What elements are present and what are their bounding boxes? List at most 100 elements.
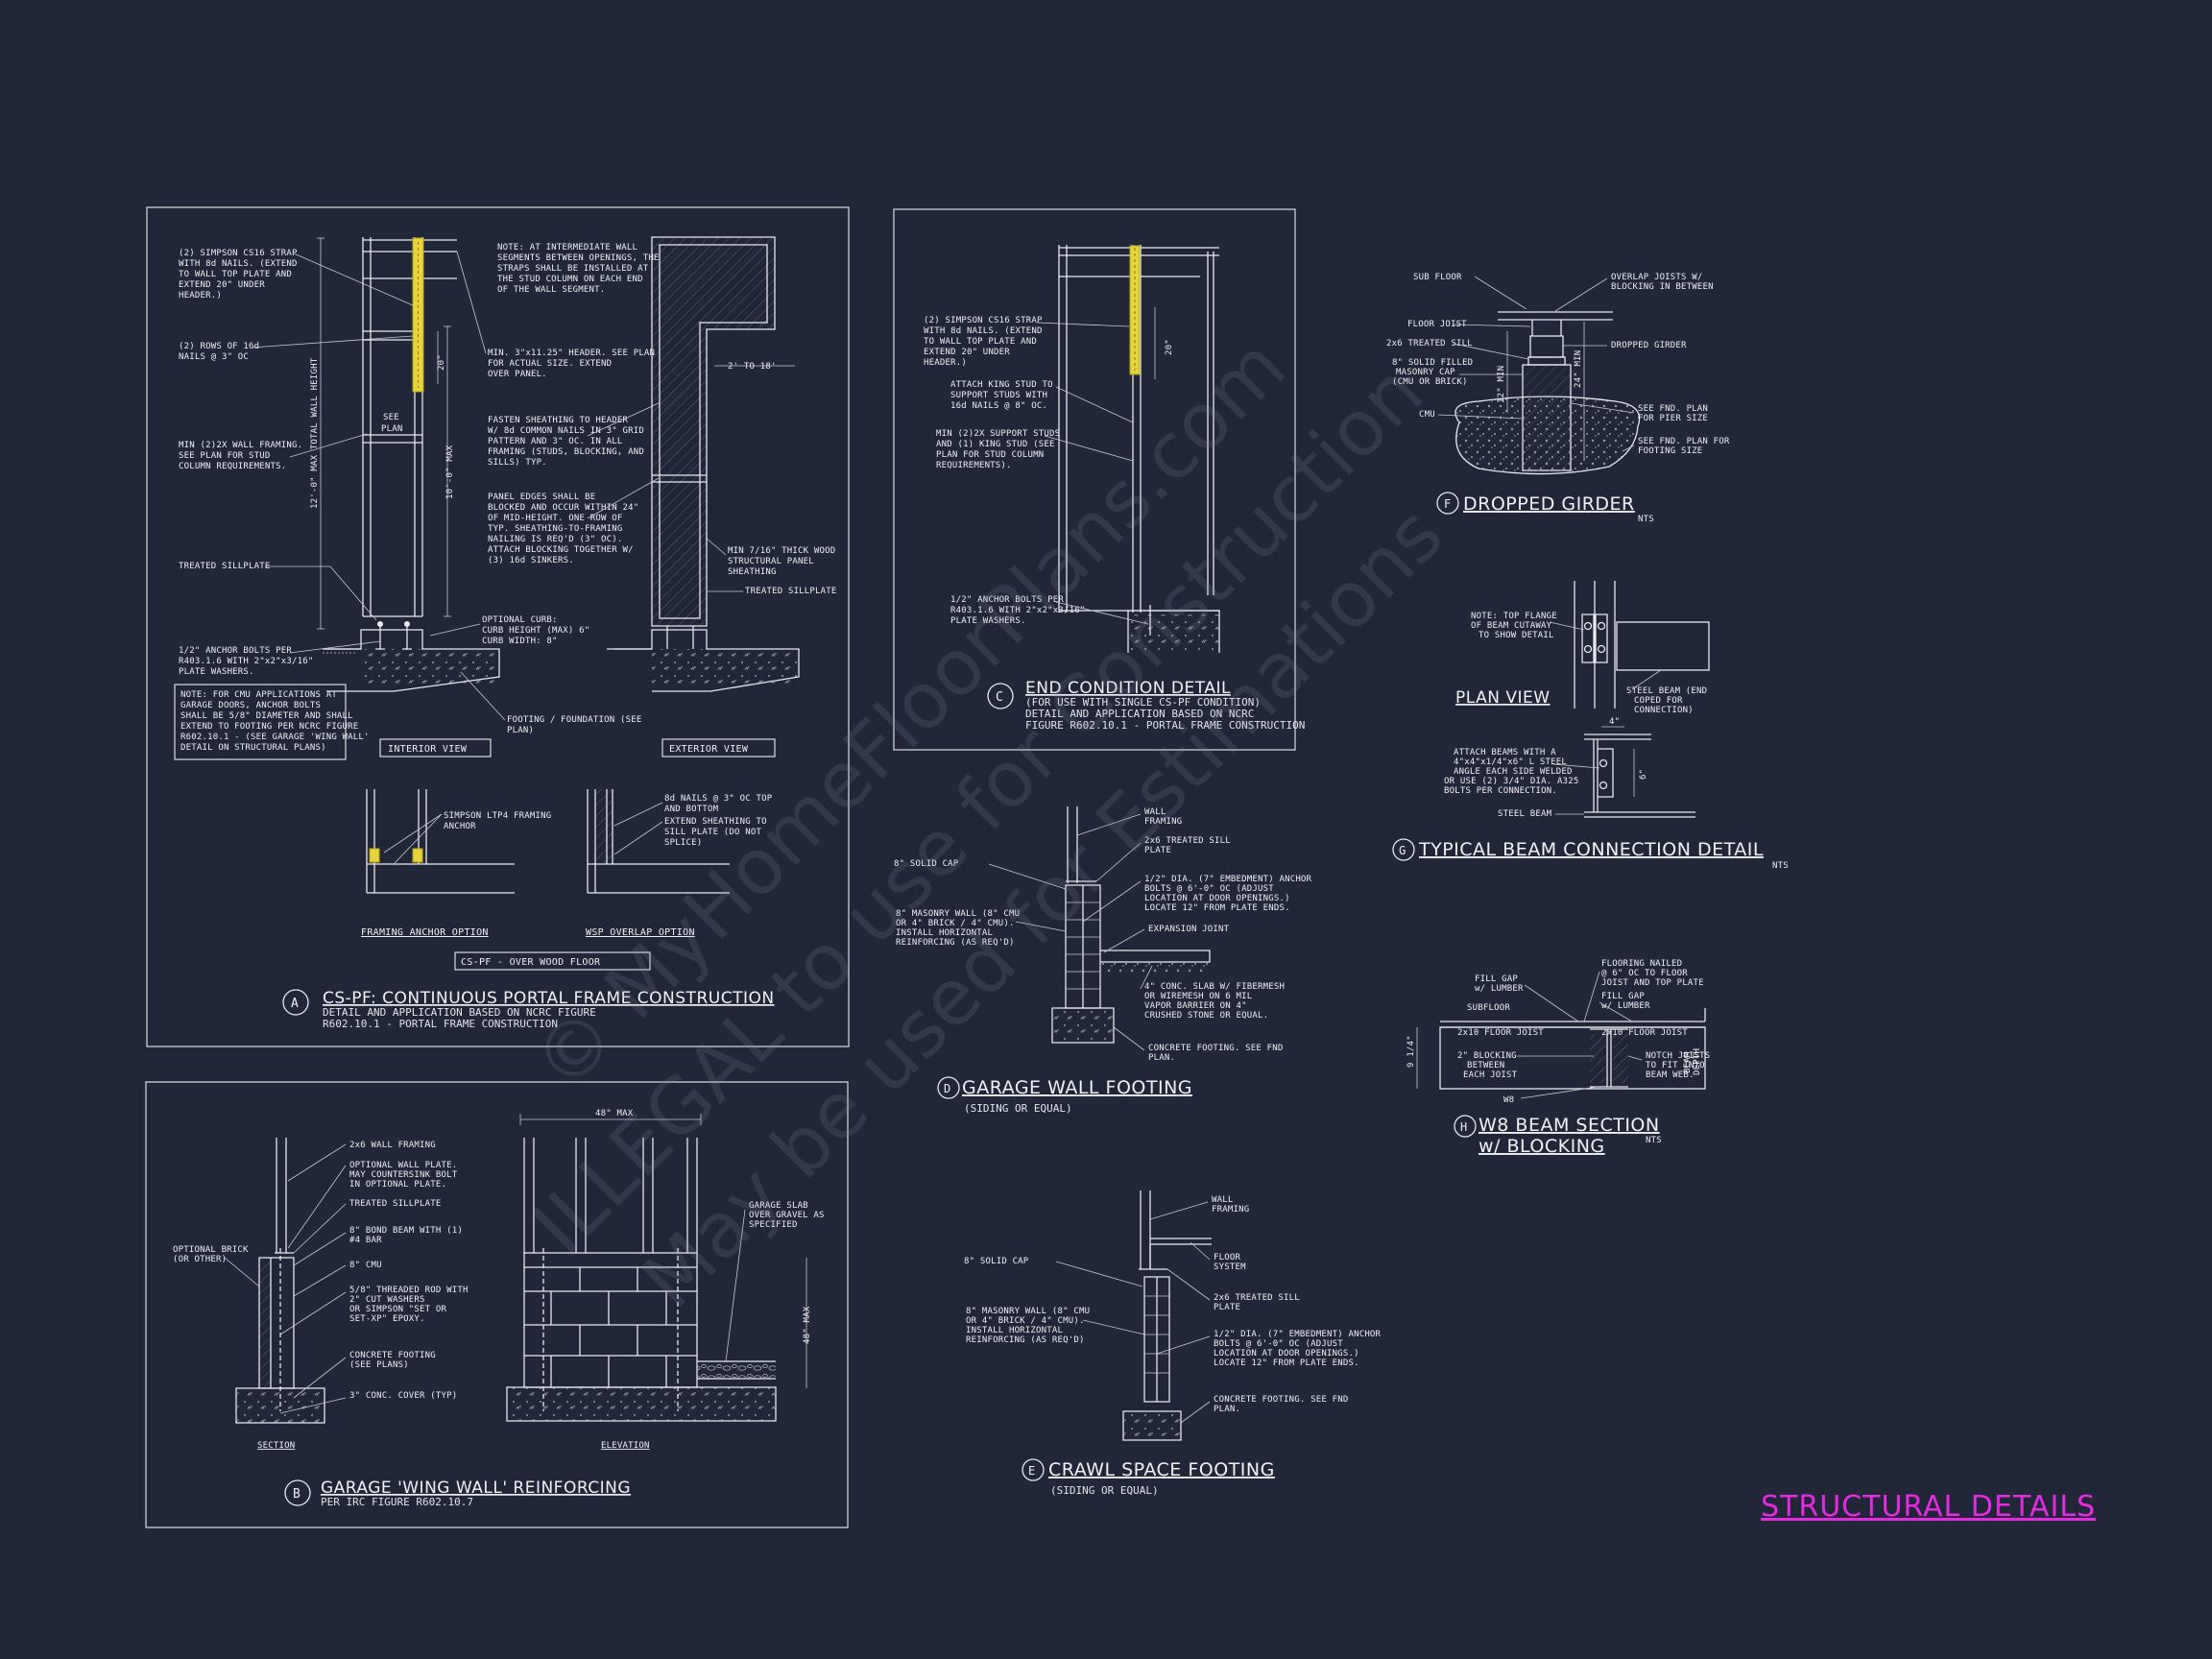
detail-b-title: GARAGE 'WING WALL' REINFORCING bbox=[321, 1479, 631, 1498]
svg-text:MIN (2)2X SUPPORT STUDS: MIN (2)2X SUPPORT STUDS bbox=[936, 429, 1060, 439]
svg-text:OVER PANEL.: OVER PANEL. bbox=[488, 370, 547, 379]
svg-text:SEE FND. PLAN: SEE FND. PLAN bbox=[1638, 404, 1708, 414]
svg-text:2x6 TREATED SILL: 2x6 TREATED SILL bbox=[1144, 836, 1231, 846]
svg-text:4" CONC. SLAB W/ FIBERMESH: 4" CONC. SLAB W/ FIBERMESH bbox=[1144, 982, 1285, 992]
svg-text:CONCRETE FOOTING: CONCRETE FOOTING bbox=[349, 1351, 436, 1360]
dim-6in: 6" bbox=[1639, 769, 1648, 780]
svg-text:16d NAILS @ 8" OC.: 16d NAILS @ 8" OC. bbox=[950, 401, 1047, 411]
svg-text:#4 BAR: #4 BAR bbox=[349, 1236, 382, 1245]
detail-a-subtitle-2: R602.10.1 - PORTAL FRAME CONSTRUCTION bbox=[323, 1018, 558, 1030]
exterior-view-label: EXTERIOR VIEW bbox=[669, 744, 749, 755]
svg-text:PANEL EDGES SHALL BE: PANEL EDGES SHALL BE bbox=[488, 493, 595, 502]
svg-text:ANCHOR: ANCHOR bbox=[444, 822, 476, 831]
svg-text:FILL GAP: FILL GAP bbox=[1601, 992, 1645, 1001]
wing-wall-elevation: 48" MAX 48" MAX ELEVATION bbox=[506, 1109, 812, 1451]
svg-text:SILLS) TYP.: SILLS) TYP. bbox=[488, 458, 547, 468]
svg-text:BLOCKING IN BETWEEN: BLOCKING IN BETWEEN bbox=[1611, 282, 1714, 292]
svg-text:OPTIONAL CURB:: OPTIONAL CURB: bbox=[482, 615, 558, 625]
svg-text:FILL GAP: FILL GAP bbox=[1475, 974, 1518, 984]
exterior-view-wall: 2' TO 18' EXTERIOR VIEW bbox=[607, 236, 800, 757]
svg-text:8" SOLID FILLED: 8" SOLID FILLED bbox=[1392, 358, 1473, 368]
svg-text:LOCATE 12" FROM PLATE ENDS.: LOCATE 12" FROM PLATE ENDS. bbox=[1144, 903, 1290, 913]
svg-text:PLAN): PLAN) bbox=[507, 726, 534, 735]
detail-h-title: W8 BEAM SECTION bbox=[1479, 1115, 1660, 1136]
dim-c-20in: 20" bbox=[1165, 339, 1174, 355]
detail-f-nts: NTS bbox=[1638, 515, 1654, 524]
svg-text:EXPANSION JOINT: EXPANSION JOINT bbox=[1148, 925, 1230, 934]
svg-text:BETWEEN: BETWEEN bbox=[1467, 1061, 1504, 1070]
svg-text:(2) SIMPSON CS16 STRAP: (2) SIMPSON CS16 STRAP bbox=[179, 249, 298, 258]
svg-text:1/2" DIA. (7" EMBEDMENT) ANCHO: 1/2" DIA. (7" EMBEDMENT) ANCHOR bbox=[1214, 1330, 1382, 1339]
svg-text:CURB HEIGHT (MAX) 6": CURB HEIGHT (MAX) 6" bbox=[482, 626, 589, 636]
detail-f-notes: SUB FLOOR OVERLAP JOISTS W/ BLOCKING IN … bbox=[1386, 273, 1730, 456]
detail-b-frame bbox=[145, 1081, 849, 1528]
detail-c-subtitle-3: FIGURE R602.10.1 - PORTAL FRAME CONSTRUC… bbox=[1025, 719, 1305, 732]
detail-c-end-condition: 20" (2) SIMPSON CS16 STRAP WITH 8d NAILS… bbox=[893, 208, 1305, 751]
dim-total-wall-height: 12'-0" MAX TOTAL WALL HEIGHT bbox=[310, 357, 320, 509]
interior-view-wall: 12'-0" MAX TOTAL WALL HEIGHT 10'-0" MAX … bbox=[310, 237, 500, 757]
detail-h-nts: NTS bbox=[1646, 1136, 1662, 1145]
detail-b-subtitle: PER IRC FIGURE R602.10.7 bbox=[321, 1496, 473, 1508]
detail-g-beam-connection: PLAN VIEW 4" 6" NOTE: TOP FLANGE OF BEAM… bbox=[1392, 581, 1789, 871]
svg-text:FOOTING / FOUNDATION (SEE: FOOTING / FOUNDATION (SEE bbox=[507, 715, 641, 725]
svg-text:REQUIREMENTS).: REQUIREMENTS). bbox=[936, 461, 1012, 470]
detail-g-notes: NOTE: TOP FLANGE OF BEAM CUTAWAY TO SHOW… bbox=[1444, 612, 1707, 819]
svg-text:ATTACH KING STUD TO: ATTACH KING STUD TO bbox=[950, 380, 1053, 390]
svg-text:BLOCKED AND OCCUR WITHIN 24": BLOCKED AND OCCUR WITHIN 24" bbox=[488, 503, 638, 513]
detail-f-title: DROPPED GIRDER bbox=[1463, 493, 1635, 515]
svg-text:SEE PLAN FOR STUD: SEE PLAN FOR STUD bbox=[179, 451, 271, 461]
svg-text:3" CONC. COVER (TYP): 3" CONC. COVER (TYP) bbox=[349, 1391, 457, 1401]
interior-view-label: INTERIOR VIEW bbox=[388, 744, 468, 755]
svg-text:PLAN.: PLAN. bbox=[1148, 1053, 1175, 1063]
svg-text:8" SOLID CAP: 8" SOLID CAP bbox=[894, 859, 959, 869]
svg-text:VAPOR BARRIER ON 4": VAPOR BARRIER ON 4" bbox=[1144, 1001, 1247, 1011]
svg-text:NAILS @ 3" OC: NAILS @ 3" OC bbox=[179, 352, 249, 362]
svg-text:SPLICE): SPLICE) bbox=[664, 838, 702, 848]
detail-d-garage-wall-footing: WALL FRAMING 2x6 TREATED SILL PLATE 8" S… bbox=[894, 806, 1311, 1115]
svg-text:CONCRETE FOOTING. SEE FND: CONCRETE FOOTING. SEE FND bbox=[1214, 1395, 1348, 1405]
detail-a-subtitle-1: DETAIL AND APPLICATION BASED ON NCRC FIG… bbox=[323, 1006, 596, 1019]
framing-anchor-option: FRAMING ANCHOR OPTION bbox=[361, 789, 515, 938]
svg-text:STRUCTURAL PANEL: STRUCTURAL PANEL bbox=[728, 557, 814, 566]
svg-text:AND BOTTOM: AND BOTTOM bbox=[664, 805, 719, 814]
svg-text:(2) SIMPSON CS16 STRAP: (2) SIMPSON CS16 STRAP bbox=[924, 316, 1043, 325]
dim-12-min: 12" MIN bbox=[1497, 366, 1506, 403]
svg-text:FRAMING (STUDS, BLOCKING, AND: FRAMING (STUDS, BLOCKING, AND bbox=[488, 447, 644, 457]
svg-text:OPTIONAL WALL PLATE.: OPTIONAL WALL PLATE. bbox=[349, 1161, 457, 1170]
dim-2-to-18: 2' TO 18' bbox=[728, 362, 777, 372]
svg-text:TREATED SILLPLATE: TREATED SILLPLATE bbox=[349, 1199, 442, 1209]
detail-g-nts: NTS bbox=[1772, 861, 1789, 871]
svg-text:8" SOLID CAP: 8" SOLID CAP bbox=[964, 1257, 1029, 1266]
dim-24-min: 24" MIN bbox=[1574, 350, 1583, 388]
svg-text:COPED FOR: COPED FOR bbox=[1634, 696, 1683, 706]
svg-text:(3) 16d SINKERS.: (3) 16d SINKERS. bbox=[488, 556, 574, 565]
svg-text:SHEATHING: SHEATHING bbox=[728, 567, 777, 577]
svg-text:PLATE: PLATE bbox=[1144, 846, 1171, 855]
svg-text:SIMPSON LTP4 FRAMING: SIMPSON LTP4 FRAMING bbox=[444, 811, 551, 821]
detail-c-frame bbox=[893, 208, 1296, 751]
svg-text:@ 6" OC TO FLOOR: @ 6" OC TO FLOOR bbox=[1601, 969, 1688, 978]
svg-text:W/ 8d COMMON NAILS IN 3" GRID: W/ 8d COMMON NAILS IN 3" GRID bbox=[488, 426, 644, 436]
dim-depth: DEPTH bbox=[1693, 1048, 1702, 1075]
svg-text:2x6 TREATED SILL: 2x6 TREATED SILL bbox=[1214, 1293, 1300, 1303]
svg-text:CONCRETE FOOTING. SEE FND: CONCRETE FOOTING. SEE FND bbox=[1148, 1044, 1283, 1053]
svg-text:INSTALL HORIZONTAL: INSTALL HORIZONTAL bbox=[966, 1326, 1063, 1335]
svg-text:OVER GRAVEL AS: OVER GRAVEL AS bbox=[749, 1211, 825, 1220]
svg-text:NOTCH JOISTS: NOTCH JOISTS bbox=[1646, 1051, 1710, 1061]
detail-e-title: CRAWL SPACE FOOTING bbox=[1048, 1459, 1275, 1480]
svg-text:2" BLOCKING: 2" BLOCKING bbox=[1457, 1051, 1517, 1061]
svg-text:OR USE (2) 3/4" DIA. A325: OR USE (2) 3/4" DIA. A325 bbox=[1444, 777, 1578, 786]
wsp-overlap-option-label: WSP OVERLAP OPTION bbox=[586, 927, 695, 938]
svg-text:FLOOR: FLOOR bbox=[1214, 1253, 1240, 1262]
svg-text:FOOTING SIZE: FOOTING SIZE bbox=[1638, 446, 1702, 456]
svg-text:8" MASONRY WALL (8" CMU: 8" MASONRY WALL (8" CMU bbox=[896, 909, 1020, 919]
dim-20in: 20" bbox=[437, 354, 446, 371]
svg-text:DROPPED GIRDER: DROPPED GIRDER bbox=[1611, 341, 1687, 350]
svg-text:SYSTEM: SYSTEM bbox=[1214, 1262, 1246, 1272]
svg-text:SEGMENTS BETWEEN OPENINGS, THE: SEGMENTS BETWEEN OPENINGS, THE bbox=[497, 253, 660, 263]
svg-text:(OR OTHER): (OR OTHER) bbox=[173, 1255, 227, 1264]
framing-anchor-option-label: FRAMING ANCHOR OPTION bbox=[361, 927, 489, 938]
over-wood-floor-label: CS-PF - OVER WOOD FLOOR bbox=[461, 957, 601, 968]
svg-text:PLAN FOR STUD COLUMN: PLAN FOR STUD COLUMN bbox=[936, 450, 1044, 460]
svg-text:2x10 FLOOR JOIST: 2x10 FLOOR JOIST bbox=[1601, 1028, 1688, 1038]
